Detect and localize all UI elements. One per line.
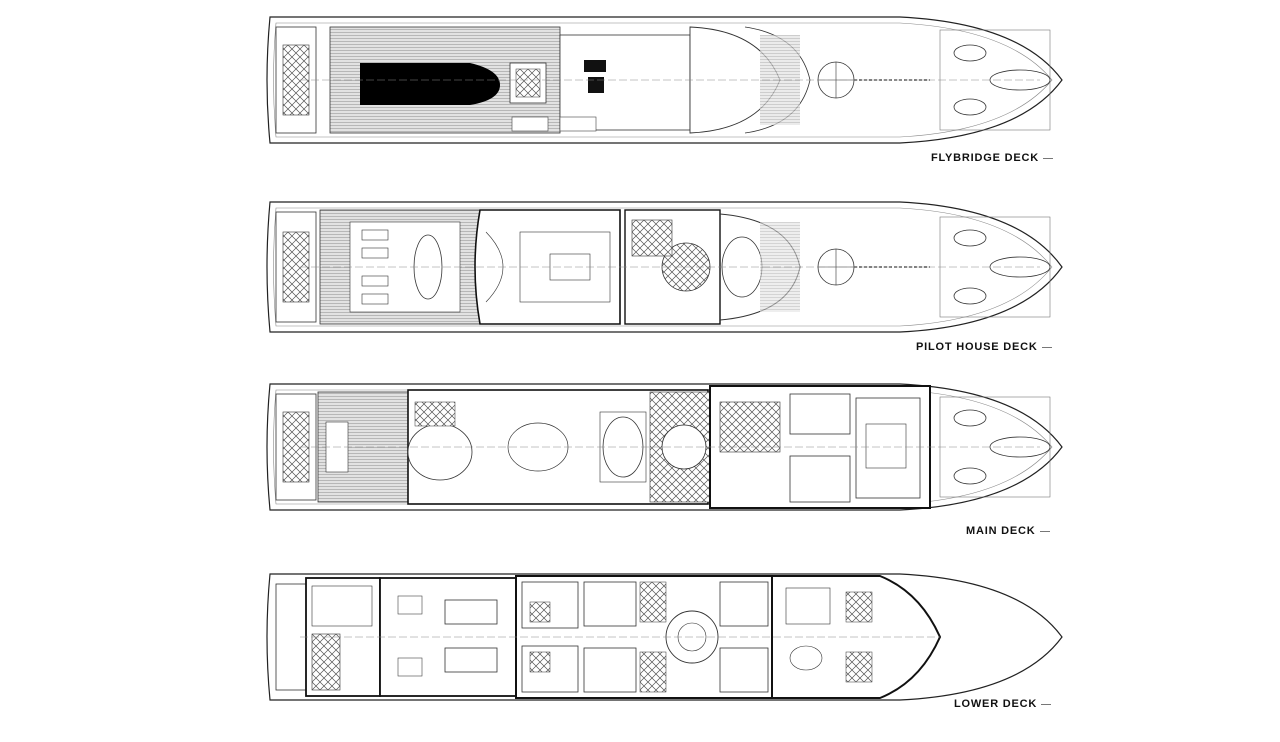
flybridge-deck-drawing	[266, 16, 1063, 144]
lower-deck-plan: LOWER DECK	[0, 562, 1280, 742]
main-deck-plan: MAIN DECK	[0, 372, 1280, 552]
pilot-house-deck-label: PILOT HOUSE DECK	[916, 341, 1052, 353]
lower-deck-drawing	[266, 573, 1063, 701]
flybridge-deck-label: FLYBRIDGE DECK	[931, 152, 1053, 164]
sun-pad	[360, 63, 500, 105]
pilot-house-deck-drawing	[266, 201, 1063, 333]
lower-deck-label: LOWER DECK	[954, 698, 1052, 710]
main-deck-label: MAIN DECK	[966, 525, 1050, 537]
flybridge-deck-plan: FLYBRIDGE DECK	[0, 5, 1280, 185]
pilot-house-deck-plan: PILOT HOUSE DECK	[0, 192, 1280, 372]
main-deck-drawing	[266, 383, 1063, 511]
